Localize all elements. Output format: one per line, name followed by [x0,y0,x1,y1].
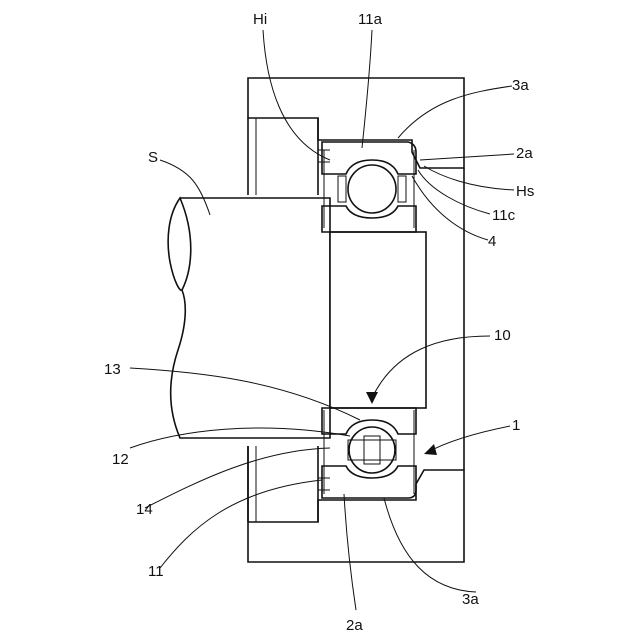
label-Hs: Hs [516,183,534,200]
top-bearing [318,142,416,232]
label-3a-bottom: 3a [462,591,479,608]
label-1: 1 [512,417,520,434]
label-13: 13 [104,361,121,378]
label-Hi: Hi [253,11,267,28]
label-4: 4 [488,233,496,250]
label-S: S [148,149,158,166]
label-11a: 11a [358,11,383,28]
label-14: 14 [136,501,153,518]
label-11: 11 [148,563,164,580]
label-3a-top: 3a [512,77,529,94]
label-10: 10 [494,327,511,344]
label-2a-top: 2a [516,145,533,162]
label-12: 12 [112,451,129,468]
label-11c: 11c [492,207,516,224]
label-2a-bottom: 2a [346,617,363,634]
bottom-bearing [318,408,416,498]
shaft [168,198,426,438]
